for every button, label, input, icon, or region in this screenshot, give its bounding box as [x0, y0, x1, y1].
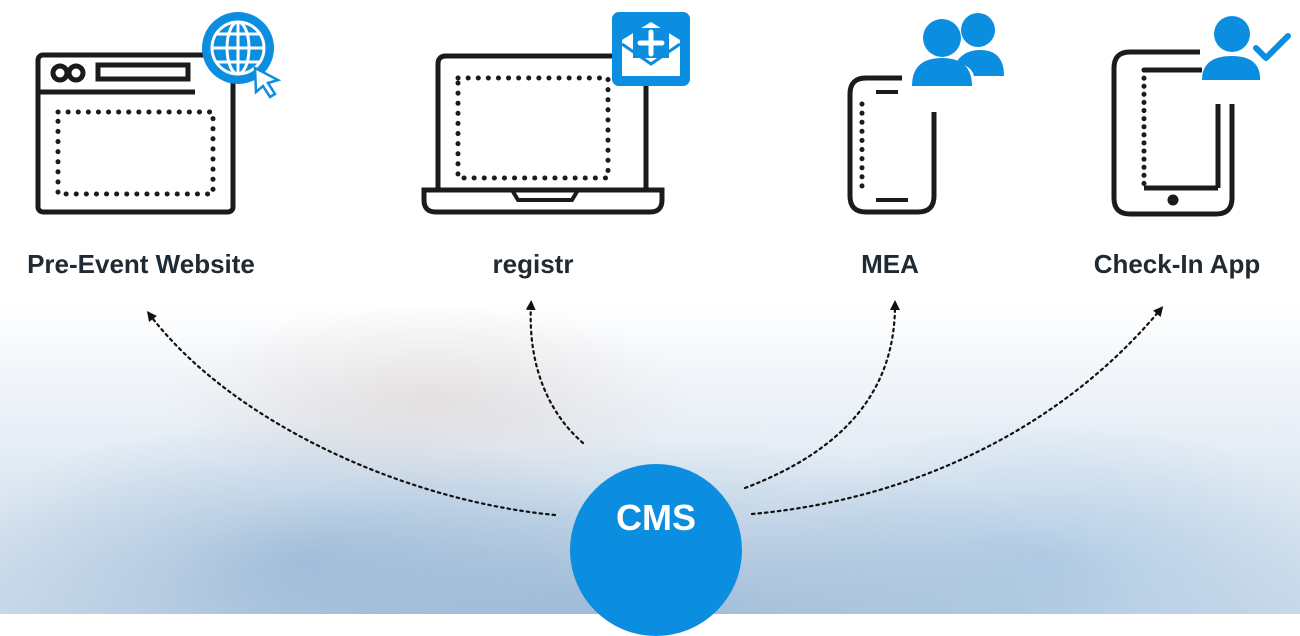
envelope-plus-icon — [612, 12, 690, 86]
arrow-to-mea — [743, 300, 900, 490]
users-icon — [912, 13, 1004, 86]
arrow-to-check-in-app — [750, 306, 1164, 516]
label-check-in-app: Check-In App — [1093, 249, 1261, 279]
arrow-to-pre-event-website — [146, 311, 557, 517]
globe-cursor-icon — [202, 12, 282, 99]
laptop-icon — [421, 53, 665, 215]
user-check-icon — [1202, 16, 1291, 80]
diagram-canvas — [35, 12, 1291, 517]
label-pre-event-website: Pre-Event Website — [27, 249, 255, 279]
cms-hub: CMS — [570, 464, 742, 636]
label-registr: registr — [492, 249, 574, 279]
smartphone-icon — [847, 75, 937, 215]
label-mea: MEA — [861, 249, 919, 279]
tablet-icon — [1111, 49, 1235, 217]
arrow-to-registr — [525, 300, 585, 445]
cms-hub-label: CMS — [616, 497, 696, 538]
browser-window-icon — [35, 52, 236, 215]
